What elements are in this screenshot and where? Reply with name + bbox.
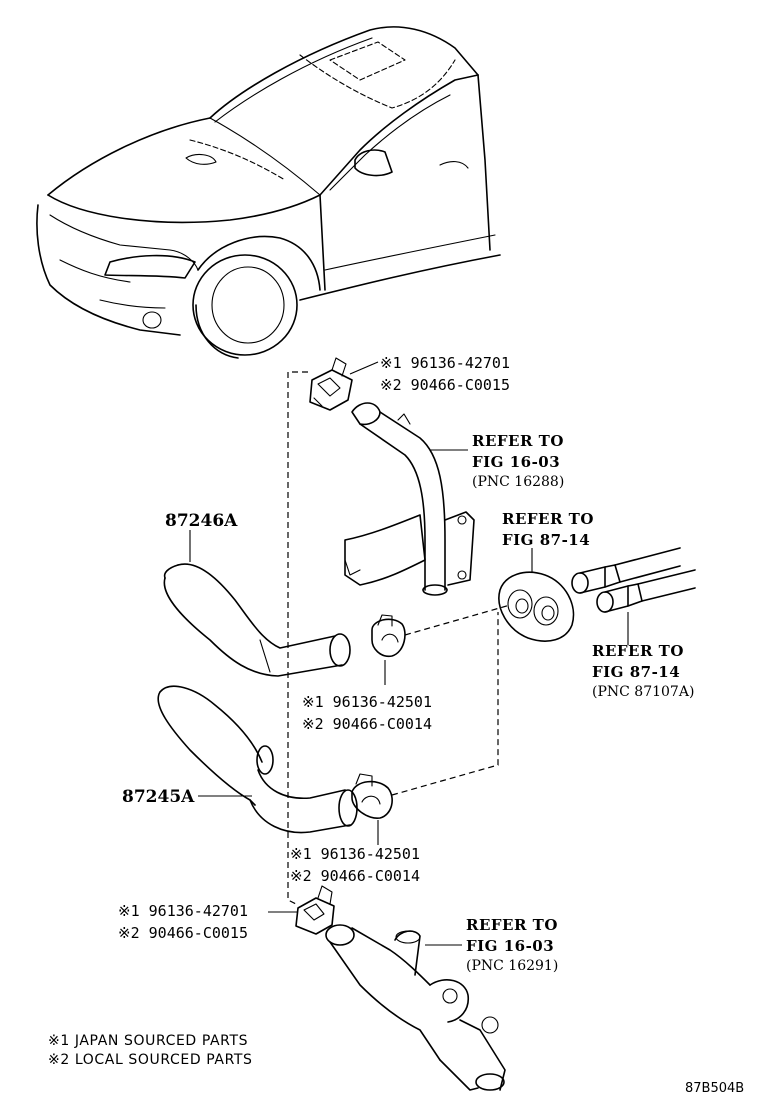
clamp-a-local-number: ※2 90466-C0014 xyxy=(302,715,432,733)
upper-clip-jp-number: ※1 96136-42701 xyxy=(380,354,510,372)
lower-clip xyxy=(295,885,335,935)
grommet xyxy=(498,571,575,642)
car-illustration xyxy=(36,26,501,359)
lower-water-pipe xyxy=(325,924,506,1091)
ref-upper-pipe-line3: (PNC 16288) xyxy=(472,474,564,490)
ref-lower-pipe-line1: REFER TO xyxy=(466,916,558,934)
ref-grommet-line1: REFER TO xyxy=(502,510,594,528)
clamp-a xyxy=(371,614,406,658)
ref-heater-pipes-line1: REFER TO xyxy=(592,642,684,660)
ref-grommet-line2: FIG 87-14 xyxy=(502,531,590,549)
hose-87246a xyxy=(163,563,351,677)
heater-pipes xyxy=(571,547,696,613)
ref-lower-pipe-line2: FIG 16-03 xyxy=(466,937,554,955)
figure-id: 87B504B xyxy=(685,1081,744,1096)
lower-clip-local-number: ※2 90466-C0015 xyxy=(118,924,248,942)
ref-heater-pipes-line2: FIG 87-14 xyxy=(592,663,680,681)
footnote-local-sourced: ※2 LOCAL SOURCED PARTS xyxy=(48,1052,253,1068)
leader-upper-clip xyxy=(349,361,379,375)
ref-upper-pipe-line1: REFER TO xyxy=(472,432,564,450)
ref-lower-pipe-line3: (PNC 16291) xyxy=(466,958,558,974)
hose-87245a xyxy=(157,685,358,834)
part-number-87246a: 87246A xyxy=(165,511,238,531)
clamp-b xyxy=(351,773,393,819)
clamp-b-jp-number: ※1 96136-42501 xyxy=(290,845,420,863)
clamp-b-local-number: ※2 90466-C0014 xyxy=(290,867,420,885)
ref-heater-pipes-line3: (PNC 87107A) xyxy=(592,684,694,700)
lower-clip-jp-number: ※1 96136-42701 xyxy=(118,902,248,920)
upper-clip-local-number: ※2 90466-C0015 xyxy=(380,376,510,394)
connection-lines xyxy=(287,371,511,906)
upper-water-pipe xyxy=(344,402,475,596)
upper-clip xyxy=(309,357,353,411)
part-number-87245a: 87245A xyxy=(122,787,195,807)
footnote-japan-sourced: ※1 JAPAN SOURCED PARTS xyxy=(48,1033,248,1049)
clamp-a-jp-number: ※1 96136-42501 xyxy=(302,693,432,711)
ref-upper-pipe-line2: FIG 16-03 xyxy=(472,453,560,471)
